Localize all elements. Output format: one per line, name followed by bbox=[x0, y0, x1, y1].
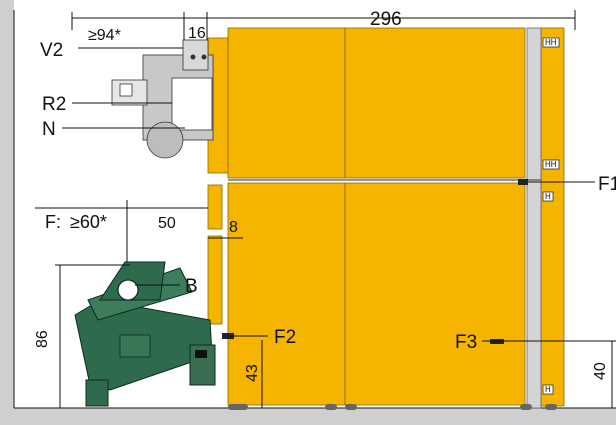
hinge-lower bbox=[542, 191, 554, 202]
dim-label-296: 296 bbox=[370, 9, 402, 30]
foot-4 bbox=[520, 404, 532, 410]
dim-label-16: 16 bbox=[188, 25, 206, 42]
cutting-machine bbox=[74, 261, 216, 407]
sensor-f1 bbox=[518, 179, 528, 185]
hinge-lower-label: H bbox=[545, 192, 551, 201]
dimension-lines-mid bbox=[35, 200, 243, 262]
dimension-lines-top bbox=[71, 10, 576, 40]
f-prefix: F: bbox=[45, 212, 61, 232]
foot-2 bbox=[325, 404, 337, 410]
dimension-lines-vertical bbox=[55, 264, 616, 408]
upper-panel-2 bbox=[344, 27, 526, 179]
label-n: N bbox=[42, 119, 56, 140]
dim-label-86: 86 bbox=[34, 330, 51, 348]
leader-lines bbox=[62, 47, 595, 342]
label-f2: F2 bbox=[274, 327, 296, 348]
lower-panel-1 bbox=[227, 182, 346, 406]
left-wall bbox=[0, 0, 14, 425]
machine-foot-detail bbox=[195, 350, 207, 358]
machine-motor bbox=[119, 334, 151, 358]
fence-post bbox=[526, 27, 542, 409]
dim-label-50: 50 bbox=[158, 215, 176, 232]
hinge-top bbox=[542, 37, 560, 48]
hinge-bottom bbox=[542, 384, 554, 395]
label-v2: V2 bbox=[40, 40, 63, 61]
safety-fence-panels bbox=[207, 27, 565, 409]
device-wheel bbox=[146, 121, 184, 159]
dim-label-43: 43 bbox=[244, 364, 261, 382]
foot-1 bbox=[228, 404, 248, 410]
hinge-bottom-label: H bbox=[545, 385, 551, 394]
lower-panel-2 bbox=[344, 182, 526, 406]
machine-blade-hub bbox=[117, 279, 139, 301]
switch-device bbox=[111, 39, 214, 159]
narrow-low-panel bbox=[207, 235, 223, 325]
hinges: HH HH H H bbox=[542, 37, 560, 395]
dim-label-94: ≥94* bbox=[88, 27, 121, 44]
dim-label-40: 40 bbox=[592, 362, 609, 380]
label-b: B bbox=[185, 276, 198, 297]
device-plate bbox=[171, 77, 213, 131]
dim-label-f: F: ≥60* bbox=[45, 212, 107, 232]
hinge-mid bbox=[542, 159, 560, 170]
device-screw-1 bbox=[190, 54, 196, 60]
label-f3: F3 bbox=[455, 332, 477, 353]
upper-panel-1 bbox=[227, 27, 346, 179]
dim-label-8: 8 bbox=[229, 219, 238, 236]
hinge-top-label: HH bbox=[545, 38, 557, 47]
label-f1: F1 bbox=[598, 174, 616, 195]
hinge-mid-label: HH bbox=[545, 160, 557, 169]
narrow-mid-panel bbox=[207, 184, 223, 230]
foot-3 bbox=[345, 404, 357, 410]
dim-label-60: ≥60* bbox=[70, 212, 107, 232]
right-end-panel bbox=[540, 27, 565, 407]
label-r2: R2 bbox=[42, 94, 66, 115]
device-screw-2 bbox=[201, 54, 207, 60]
floor bbox=[0, 408, 616, 425]
foot-5 bbox=[545, 404, 557, 410]
device-indicator bbox=[119, 83, 133, 97]
machine-leg-left bbox=[85, 379, 109, 407]
fence-feet bbox=[228, 404, 557, 410]
